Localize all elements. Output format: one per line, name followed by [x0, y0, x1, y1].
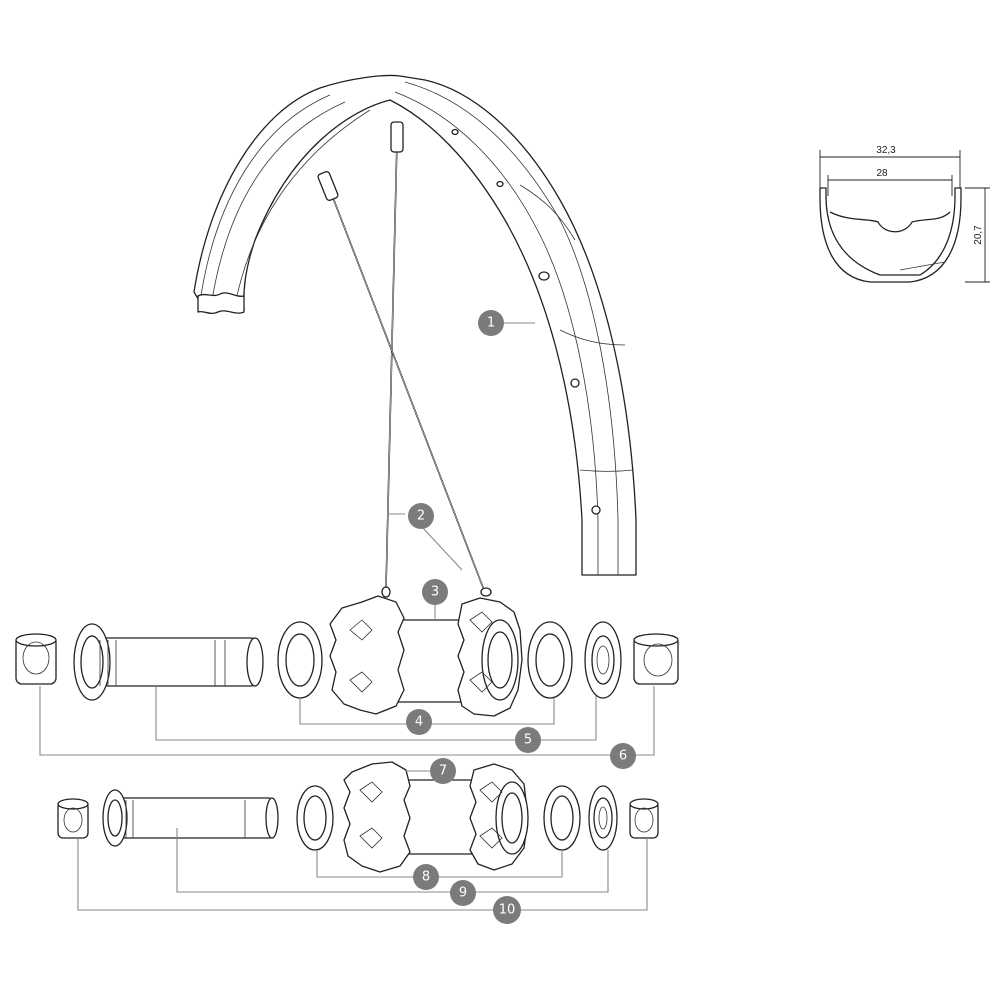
hub-body-lower: [343, 761, 529, 873]
callout-4: 4: [406, 709, 432, 735]
lock-ring-lower: [588, 785, 618, 851]
axle-upper: [73, 623, 264, 701]
end-cap-left-upper: [15, 633, 57, 685]
bearing-left-lower: [296, 785, 334, 851]
svg-text:1: 1: [487, 316, 495, 331]
callout-3: 3: [422, 579, 448, 605]
hub-assembly-upper: [15, 595, 679, 717]
callout-7: 7: [430, 758, 456, 784]
dimension-height: 20,7: [973, 225, 984, 245]
callout-6: 6: [610, 743, 636, 769]
axle-lower: [102, 789, 279, 847]
svg-text:9: 9: [459, 886, 467, 901]
end-cap-left-lower: [57, 798, 89, 839]
spoke-nipple-top: [390, 121, 404, 153]
dimension-inner-width: 28: [876, 168, 888, 179]
svg-text:8: 8: [422, 870, 430, 885]
callout-9: 9: [450, 880, 476, 906]
svg-text:10: 10: [499, 903, 516, 918]
spoke-nipple-angled: [317, 171, 339, 201]
callout-2: 2: [408, 503, 434, 529]
rim: [193, 74, 637, 576]
svg-text:6: 6: [619, 749, 627, 764]
svg-text:4: 4: [415, 715, 423, 730]
bearing-right-upper: [527, 621, 573, 699]
spokes: [317, 121, 492, 598]
svg-text:7: 7: [439, 764, 447, 779]
end-cap-right-upper: [633, 633, 679, 685]
svg-text:3: 3: [431, 585, 439, 600]
lock-ring-upper: [584, 621, 622, 699]
hub-body-upper: [329, 595, 523, 717]
callout-8: 8: [413, 864, 439, 890]
end-cap-right-lower: [629, 798, 659, 839]
svg-text:5: 5: [524, 733, 532, 748]
bearing-right-lower: [543, 785, 581, 851]
rim-profile: 32,3 28 20,7: [819, 145, 990, 283]
svg-text:2: 2: [417, 509, 425, 524]
leaders-lower: [77, 770, 648, 911]
hub-assembly-lower: [57, 761, 659, 873]
bearing-left-upper: [277, 621, 323, 699]
dimension-outer-width: 32,3: [876, 145, 896, 156]
callout-10: 10: [493, 896, 521, 924]
callout-5: 5: [515, 727, 541, 753]
callout-1: 1: [478, 310, 504, 336]
